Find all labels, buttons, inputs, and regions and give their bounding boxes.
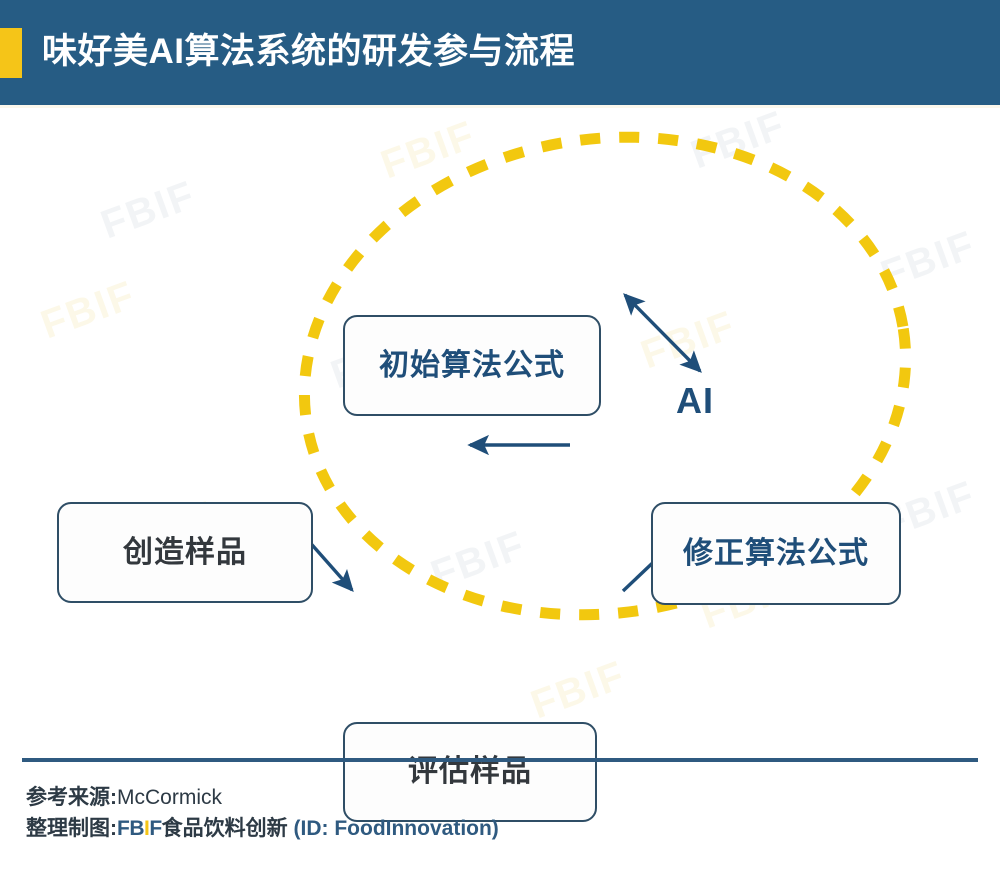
fbif-logo-f: F bbox=[149, 817, 162, 840]
node-initial-algorithm-formula[interactable]: 初始算法公式 bbox=[343, 315, 601, 416]
header-accent-block bbox=[0, 28, 22, 78]
footer: 参考来源:McCormick 整理制图:FBIF食品饮料创新 (ID: Food… bbox=[26, 782, 976, 844]
footer-divider bbox=[22, 758, 978, 762]
footer-source-value: McCormick bbox=[117, 786, 222, 809]
ai-highlight-ellipse bbox=[298, 131, 912, 621]
header-underline bbox=[0, 105, 1000, 108]
footer-credit-line: 整理制图:FBIF食品饮料创新 (ID: FoodInnovation) bbox=[26, 813, 976, 844]
header-bar: 味好美AI算法系统的研发参与流程 bbox=[0, 0, 1000, 105]
footer-brand-id: (ID: FoodInnovation) bbox=[293, 817, 499, 840]
diagram-canvas: FBIF FBIF FBIF FBIF FBIF FBIF FBIF FBIF … bbox=[0, 103, 1000, 822]
node-label: 初始算法公式 bbox=[379, 348, 565, 382]
page-title: 味好美AI算法系统的研发参与流程 bbox=[42, 32, 576, 71]
footer-brand-name: 食品饮料创新 bbox=[161, 817, 288, 840]
footer-source-label: 参考来源: bbox=[26, 786, 117, 809]
node-label: 修正算法公式 bbox=[683, 536, 869, 570]
edge-initial-revise bbox=[623, 293, 702, 373]
node-revised-algorithm-formula[interactable]: 修正算法公式 bbox=[651, 502, 901, 605]
fbif-logo: FBIF bbox=[117, 817, 162, 840]
node-create-sample[interactable]: 创造样品 bbox=[57, 502, 313, 603]
footer-credit-label: 整理制图: bbox=[26, 817, 117, 840]
fbif-logo-i: I bbox=[144, 817, 150, 840]
fbif-logo-fb: FB bbox=[117, 817, 145, 840]
ai-label: AI bbox=[676, 380, 714, 421]
diagram-vector-layer bbox=[281, 131, 912, 621]
node-label: 创造样品 bbox=[123, 535, 247, 569]
footer-source-line: 参考来源:McCormick bbox=[26, 782, 976, 813]
